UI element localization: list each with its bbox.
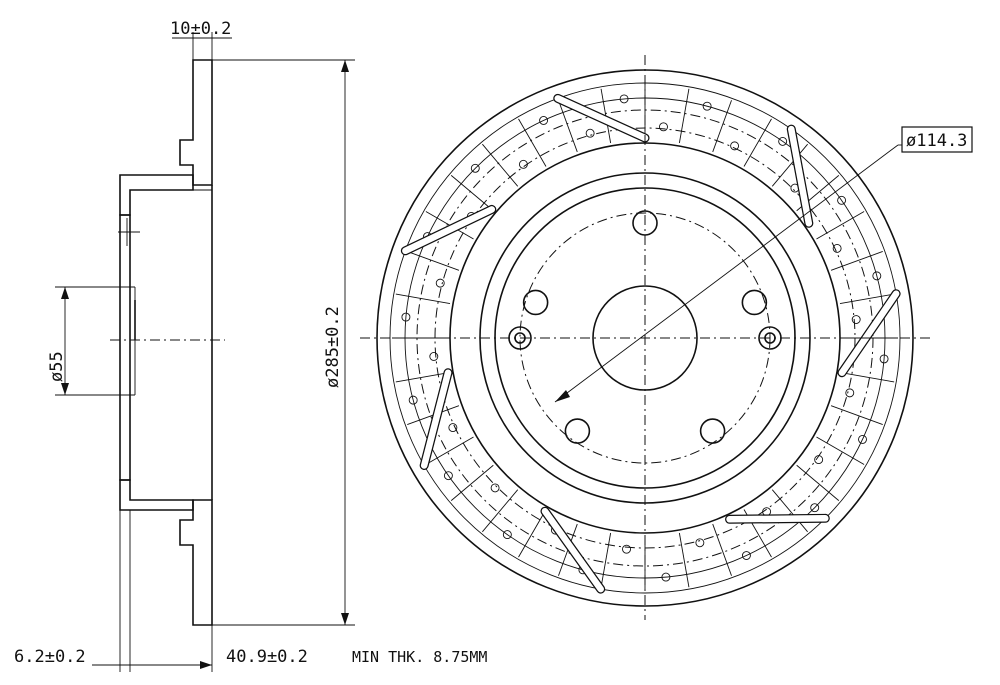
vent-ray: [482, 489, 519, 533]
slot-inner: [420, 369, 452, 469]
vent-ray: [712, 523, 732, 576]
offset-dimension: 6.2±0.2: [14, 647, 86, 667]
slot-inner: [541, 507, 604, 593]
vent-ray: [558, 100, 578, 153]
vent-ray: [518, 118, 547, 167]
vent-ray: [482, 143, 519, 187]
drill-hole: [518, 159, 528, 169]
slot-inner: [838, 290, 900, 376]
vent-ray: [678, 88, 690, 144]
vent-ray: [518, 509, 547, 558]
drill-hole: [832, 243, 842, 253]
vent-ray: [796, 464, 840, 501]
vent-ray: [830, 251, 883, 271]
vent-ray: [816, 436, 865, 465]
vent-ray: [395, 293, 451, 305]
slot: [837, 289, 901, 378]
drill-hole: [837, 195, 847, 205]
drill-hole: [814, 455, 824, 465]
drill-hole: [435, 278, 445, 288]
drill-hole: [702, 101, 712, 111]
min-thickness-note: MIN THK. 8.75MM: [352, 648, 487, 666]
lug-hole: [741, 289, 768, 316]
slot-inner: [402, 206, 496, 255]
vent-ray: [712, 100, 732, 153]
slot: [419, 368, 453, 470]
hub-face: [119, 214, 131, 481]
vent-ray: [830, 405, 883, 425]
drill-hole: [443, 471, 453, 481]
slots: [400, 93, 901, 594]
drill-hole: [470, 163, 480, 173]
vent-ray: [816, 211, 865, 240]
drill-holes: [401, 94, 889, 582]
drill-hole: [879, 354, 889, 364]
vent-ray: [450, 175, 494, 212]
pcd-label-box: [901, 126, 973, 153]
slot-inner: [788, 125, 813, 227]
friction-ring-top: [179, 59, 213, 186]
slot: [553, 93, 650, 143]
drill-hole: [448, 423, 458, 433]
drill-hole: [845, 388, 855, 398]
hat-wall-top: [119, 174, 194, 216]
drill-hole: [585, 128, 595, 138]
vent-ray: [771, 489, 808, 533]
pcd-dimension: ø114.3: [906, 131, 967, 151]
vent-ray: [450, 464, 494, 501]
drill-hole: [858, 434, 867, 444]
friction-ring-bottom: [179, 499, 213, 626]
drill-hole: [851, 315, 861, 324]
vent-ray: [678, 532, 690, 588]
slot-inner: [554, 95, 649, 142]
vent-ray: [771, 143, 808, 187]
drill-hole: [429, 352, 439, 361]
slot: [540, 506, 606, 594]
lug-hole: [522, 289, 549, 316]
hat-wall-bottom: [119, 479, 194, 511]
vent-ray: [425, 436, 474, 465]
drill-hole: [741, 551, 751, 560]
front-view: ø114.3: [360, 55, 973, 620]
drill-hole: [539, 116, 549, 125]
drill-hole: [730, 141, 740, 151]
center-bore-dimension: ø55: [47, 351, 67, 382]
drill-hole: [661, 572, 671, 582]
drill-hole: [401, 312, 411, 322]
drill-hole: [659, 122, 668, 132]
side-section-view: 10±0.2 ø285±0.2 ø55 6.2±0.2 40.9±0.2 MIN…: [14, 19, 487, 672]
drill-hole: [502, 530, 512, 540]
drill-hole: [872, 271, 882, 281]
vent-ray: [407, 251, 460, 271]
drill-hole: [622, 544, 631, 554]
drill-hole: [408, 395, 418, 405]
slot: [725, 513, 830, 524]
drill-hole: [778, 136, 788, 146]
slot-inner: [726, 515, 829, 523]
drill-hole: [695, 538, 705, 548]
slot: [786, 124, 814, 228]
drill-hole: [619, 94, 629, 104]
drill-hole: [810, 503, 820, 513]
height-dimension: 40.9±0.2: [226, 647, 308, 667]
vent-ray: [839, 371, 895, 383]
lug-hole: [564, 418, 591, 444]
vent-ray: [395, 371, 451, 383]
thickness-dimension: 10±0.2: [170, 19, 231, 39]
lug-hole: [699, 418, 726, 444]
vent-ray: [600, 532, 612, 588]
lug-holes: [508, 210, 782, 444]
vent-ray: [839, 293, 895, 305]
vent-ray: [743, 118, 772, 167]
slot: [400, 204, 497, 256]
outer-diameter-dimension: ø285±0.2: [323, 306, 343, 388]
drill-hole: [490, 483, 500, 493]
